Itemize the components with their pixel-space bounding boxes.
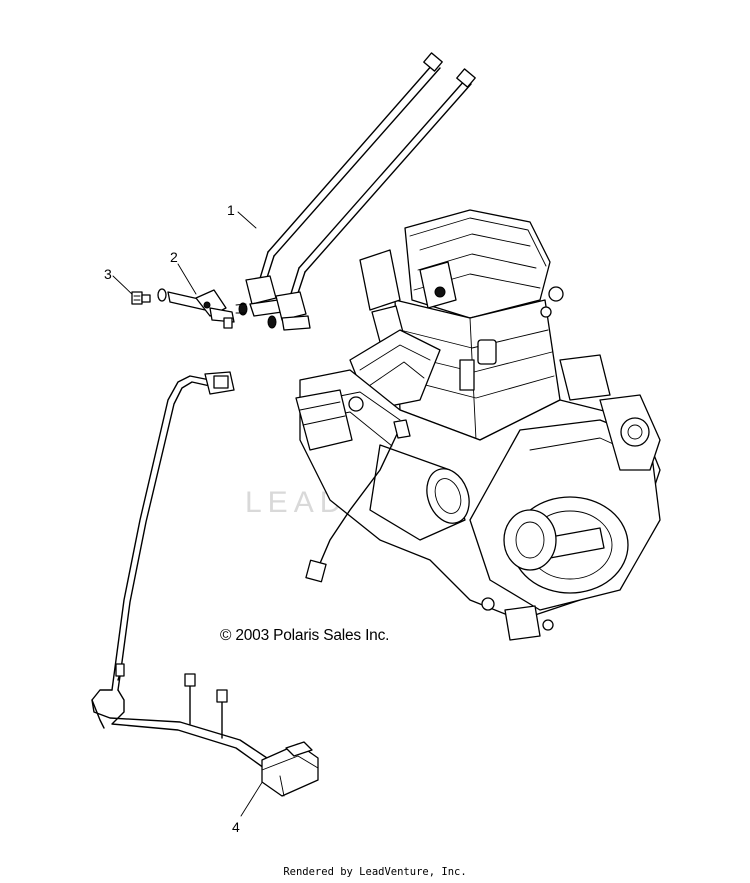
callout-2: 2 bbox=[170, 249, 178, 265]
part-4-harness bbox=[91, 371, 319, 797]
callout-4: 4 bbox=[232, 819, 240, 835]
copyright-notice: © 2003 Polaris Sales Inc. bbox=[220, 627, 390, 644]
engine-assembly bbox=[295, 209, 661, 641]
footer-credit: Rendered by LeadVenture, Inc. bbox=[283, 866, 467, 878]
callout-3: 3 bbox=[104, 266, 112, 282]
callout-1: 1 bbox=[227, 202, 235, 218]
part-2-sensor bbox=[157, 263, 235, 329]
part-1-lines bbox=[235, 52, 476, 331]
part-3-plug bbox=[112, 275, 151, 305]
